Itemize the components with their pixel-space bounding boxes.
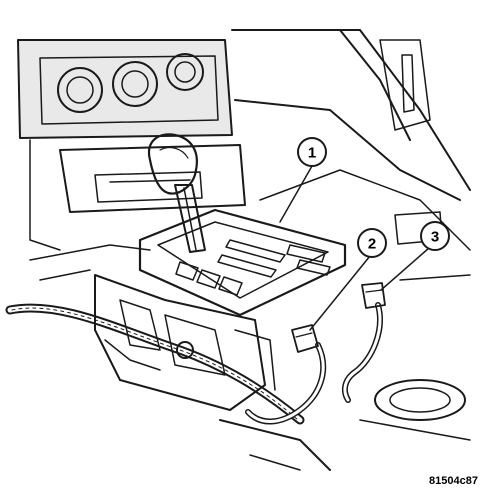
console-upper-trim bbox=[29, 139, 246, 251]
bezel-switch-cluster bbox=[286, 244, 331, 276]
hvac-knob-center bbox=[112, 61, 158, 107]
callout-leaders bbox=[279, 165, 430, 331]
leader-line-2 bbox=[309, 255, 371, 331]
figure-id-label: 81504c87 bbox=[429, 475, 478, 487]
hvac-knob-right bbox=[166, 53, 204, 91]
leader-line-3 bbox=[380, 247, 430, 291]
callout-3-label: 3 bbox=[431, 229, 439, 246]
shifter-bezel bbox=[138, 208, 347, 317]
connector-2-assembly bbox=[245, 324, 327, 425]
shift-lever bbox=[174, 184, 206, 253]
callout-1-label: 1 bbox=[308, 145, 316, 162]
callout-2-label: 2 bbox=[368, 236, 376, 253]
hvac-control-panel bbox=[17, 39, 233, 139]
floor-wiring-harness bbox=[5, 244, 331, 471]
leader-line-1 bbox=[279, 165, 313, 223]
hvac-knob-left bbox=[57, 67, 103, 113]
callout-1: 1 bbox=[297, 137, 327, 167]
shift-gate-slots bbox=[175, 239, 286, 296]
shift-knob bbox=[147, 133, 198, 195]
callout-2: 2 bbox=[357, 228, 387, 258]
connector-3-assembly bbox=[341, 282, 386, 403]
callout-3: 3 bbox=[420, 221, 450, 251]
shifter-mechanism bbox=[94, 274, 276, 411]
